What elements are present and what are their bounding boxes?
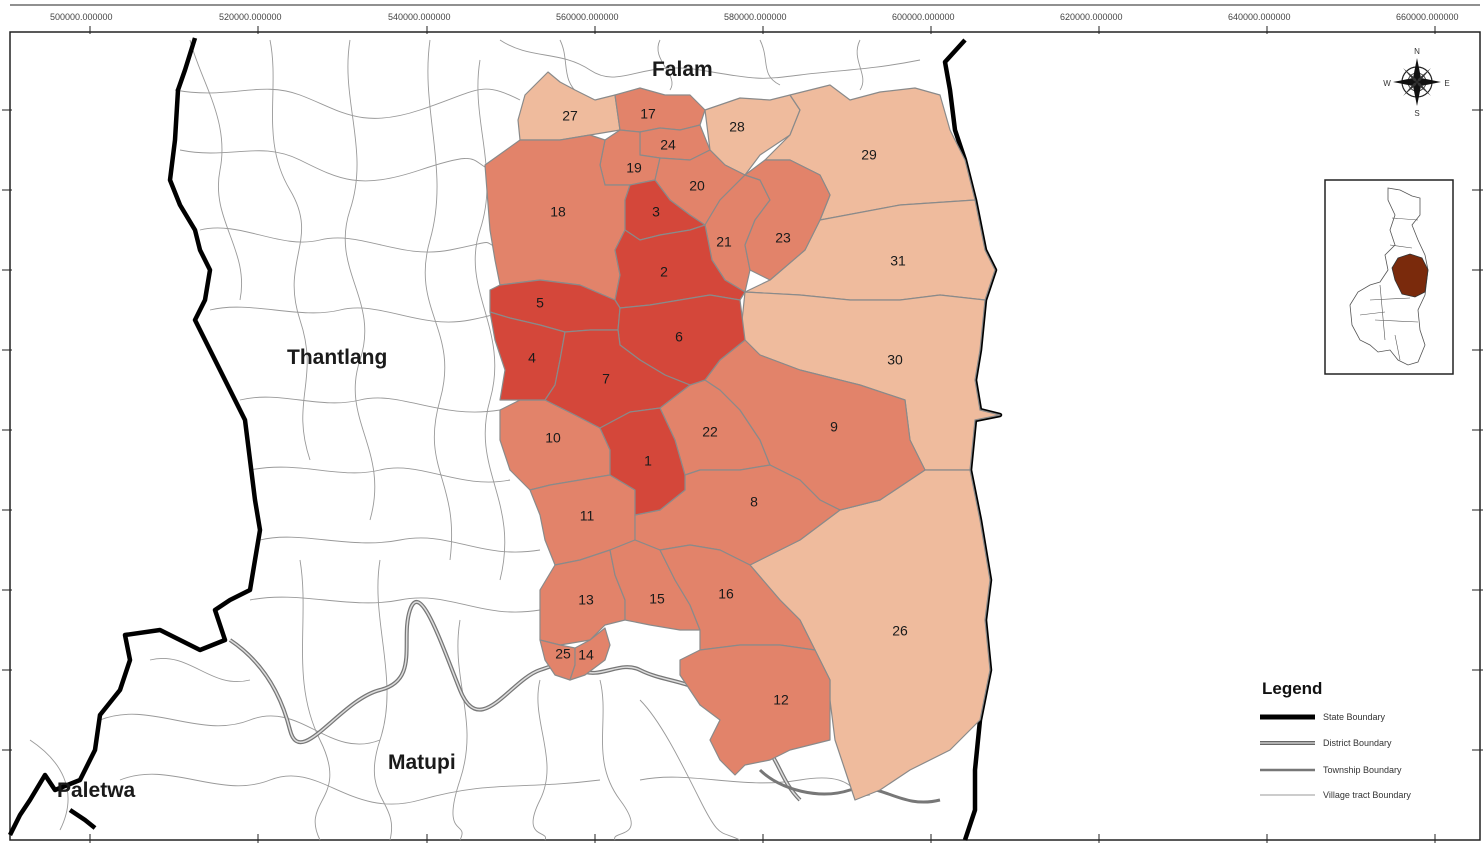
x-tick-label: 520000.000000: [219, 12, 282, 22]
tract-14-shape: [569, 627, 611, 681]
x-tick-label: 660000.000000: [1396, 12, 1459, 22]
tract-label: 7: [602, 371, 610, 387]
compass-rose-icon: N S E W: [1383, 47, 1449, 118]
legend-item-village: Village tract Boundary: [1323, 790, 1411, 800]
township-label-falam: Falam: [652, 58, 713, 81]
tract-label: 18: [550, 204, 566, 220]
tract-label: 22: [702, 424, 718, 440]
township-label-matupi: Matupi: [388, 751, 456, 774]
legend-title: Legend: [1262, 679, 1322, 698]
tract-label: 11: [580, 508, 595, 524]
x-tick-label: 540000.000000: [388, 12, 451, 22]
tract-label: 31: [890, 253, 906, 269]
inset-study-area: [1391, 253, 1429, 298]
tract-labels: 1 2 3 4 5 6 7 8 9 10 11 12 13 14 15 16 1…: [528, 106, 908, 708]
tract-label: 17: [640, 106, 656, 122]
x-tick-label: 560000.000000: [556, 12, 619, 22]
tract-label: 16: [718, 586, 734, 602]
tract-label: 1: [644, 453, 652, 469]
tract-label: 4: [528, 350, 536, 366]
tract-label: 28: [729, 119, 745, 135]
tract-label: 9: [830, 419, 838, 435]
tract-label: 10: [545, 430, 561, 446]
township-label-thantlang: Thantlang: [287, 346, 387, 369]
tract-label: 8: [750, 494, 758, 510]
legend-item-state: State Boundary: [1323, 712, 1386, 722]
tract-label: 30: [887, 352, 903, 368]
tract-label: 24: [660, 137, 676, 153]
compass-e-label: E: [1444, 79, 1449, 88]
legend-item-district: District Boundary: [1323, 738, 1392, 748]
tract-label: 6: [675, 329, 683, 345]
tract-12-shape: [679, 644, 831, 776]
legend-item-township: Township Boundary: [1323, 765, 1402, 775]
tract-1-shape: [599, 407, 686, 516]
map-frame: [9, 31, 1481, 841]
tract-label: 2: [660, 264, 668, 280]
x-axis-ticks: 500000.000000 520000.000000 540000.00000…: [2, 12, 1483, 843]
tract-23-shape: [744, 159, 831, 281]
x-tick-label: 500000.000000: [50, 12, 113, 22]
legend: Legend State Boundary District Boundary …: [1260, 679, 1411, 800]
tract-label: 12: [773, 692, 789, 708]
compass-s-label: S: [1414, 109, 1419, 118]
background-village-tracts: [29, 39, 921, 841]
tract-label: 26: [892, 623, 908, 639]
compass-n-label: N: [1414, 47, 1420, 56]
tract-9-shape: [704, 339, 926, 511]
tract-label: 21: [716, 234, 732, 250]
study-area-tracts: [484, 71, 1001, 801]
compass-w-label: W: [1383, 79, 1391, 88]
x-tick-label: 600000.000000: [892, 12, 955, 22]
tract-label: 13: [578, 592, 594, 608]
tract-label: 20: [689, 178, 705, 194]
tract-label: 19: [626, 160, 642, 176]
tract-label: 15: [649, 591, 665, 607]
township-labels: Falam Thantlang Matupi Paletwa: [57, 58, 713, 802]
tract-label: 5: [536, 295, 544, 311]
x-tick-label: 640000.000000: [1228, 12, 1291, 22]
locator-inset: [1324, 179, 1454, 375]
tract-label: 23: [775, 230, 791, 246]
tract-label: 29: [861, 147, 877, 163]
x-tick-label: 620000.000000: [1060, 12, 1123, 22]
tract-label: 25: [555, 646, 571, 662]
tract-label: 14: [578, 647, 594, 663]
tract-15-shape: [609, 539, 701, 631]
tract-label: 27: [562, 108, 578, 124]
tract-label: 3: [652, 204, 660, 220]
inset-state-outline: [1349, 187, 1429, 366]
township-label-paletwa: Paletwa: [57, 779, 136, 802]
x-tick-label: 580000.000000: [724, 12, 787, 22]
